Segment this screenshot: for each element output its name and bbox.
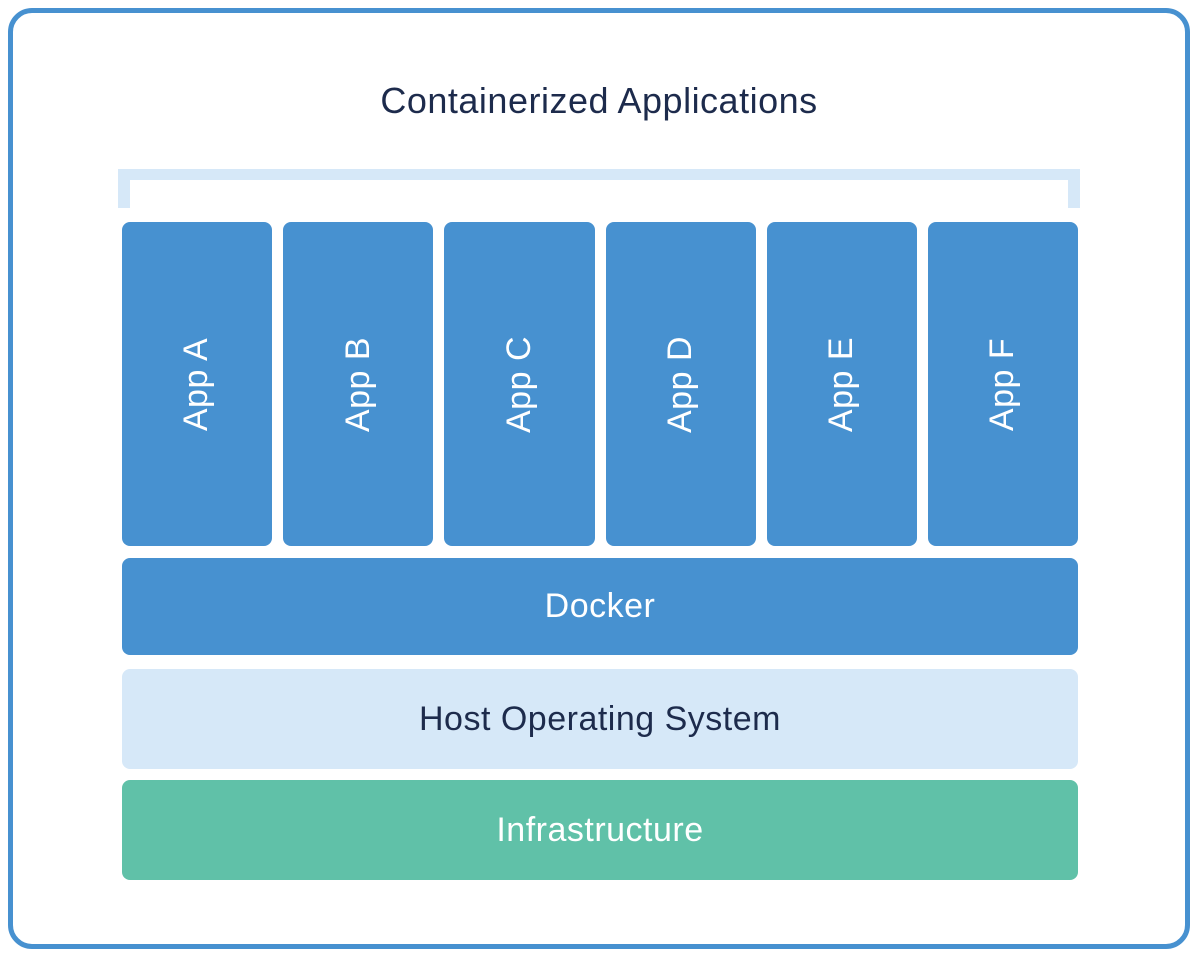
app-container-f: App F bbox=[927, 222, 1079, 546]
app-label: App D bbox=[661, 335, 700, 433]
app-label: App C bbox=[499, 335, 538, 433]
infrastructure-layer: Infrastructure bbox=[122, 780, 1078, 880]
app-container-c: App C bbox=[444, 222, 595, 546]
apps-group-bracket bbox=[118, 169, 1080, 208]
app-container-b: App B bbox=[283, 222, 434, 546]
containerized-apps-row: App A App B App C App D App E App F bbox=[122, 222, 1079, 546]
app-container-d: App D bbox=[605, 222, 756, 546]
host-os-layer: Host Operating System bbox=[122, 669, 1078, 769]
app-label: App F bbox=[983, 337, 1022, 431]
app-label: App E bbox=[822, 336, 861, 432]
app-container-e: App E bbox=[766, 222, 917, 546]
app-label: App A bbox=[177, 337, 216, 431]
outer-border-frame bbox=[8, 8, 1190, 949]
diagram-title: Containerized Applications bbox=[380, 80, 818, 121]
app-container-a: App A bbox=[122, 222, 273, 546]
app-label: App B bbox=[338, 336, 377, 432]
docker-layer: Docker bbox=[122, 558, 1078, 655]
